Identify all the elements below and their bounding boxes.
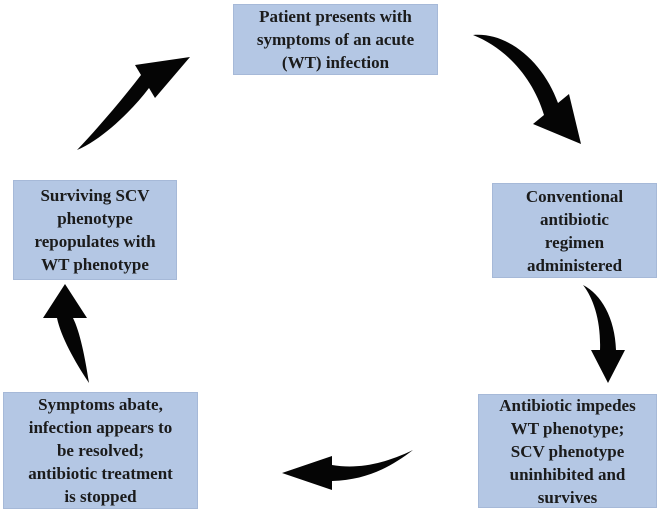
node-scv-survives: Antibiotic impedes WT phenotype; SCV phe… (478, 394, 657, 508)
node-treatment-stopped-label: Symptoms abate, infection appears to be … (28, 395, 173, 506)
node-scv-repopulates-label: Surviving SCV phenotype repopulates with… (34, 186, 156, 274)
node-treatment-stopped: Symptoms abate, infection appears to be … (3, 392, 198, 509)
node-patient-infection-label: Patient presents with symptoms of an acu… (256, 7, 415, 72)
curved-arrow-down-right-icon (473, 34, 581, 144)
curved-arrow-left-icon (282, 450, 413, 490)
node-scv-survives-label: Antibiotic impedes WT phenotype; SCV phe… (499, 395, 636, 507)
curved-arrow-up-icon (43, 284, 89, 383)
curved-arrow-up-right-icon (77, 57, 190, 150)
node-scv-repopulates: Surviving SCV phenotype repopulates with… (13, 180, 177, 280)
node-antibiotic-administered: Conventional antibiotic regimen administ… (492, 183, 657, 278)
curved-arrow-down-icon (583, 285, 625, 383)
node-patient-infection: Patient presents with symptoms of an acu… (233, 4, 438, 75)
node-antibiotic-administered-label: Conventional antibiotic regimen administ… (525, 186, 624, 275)
